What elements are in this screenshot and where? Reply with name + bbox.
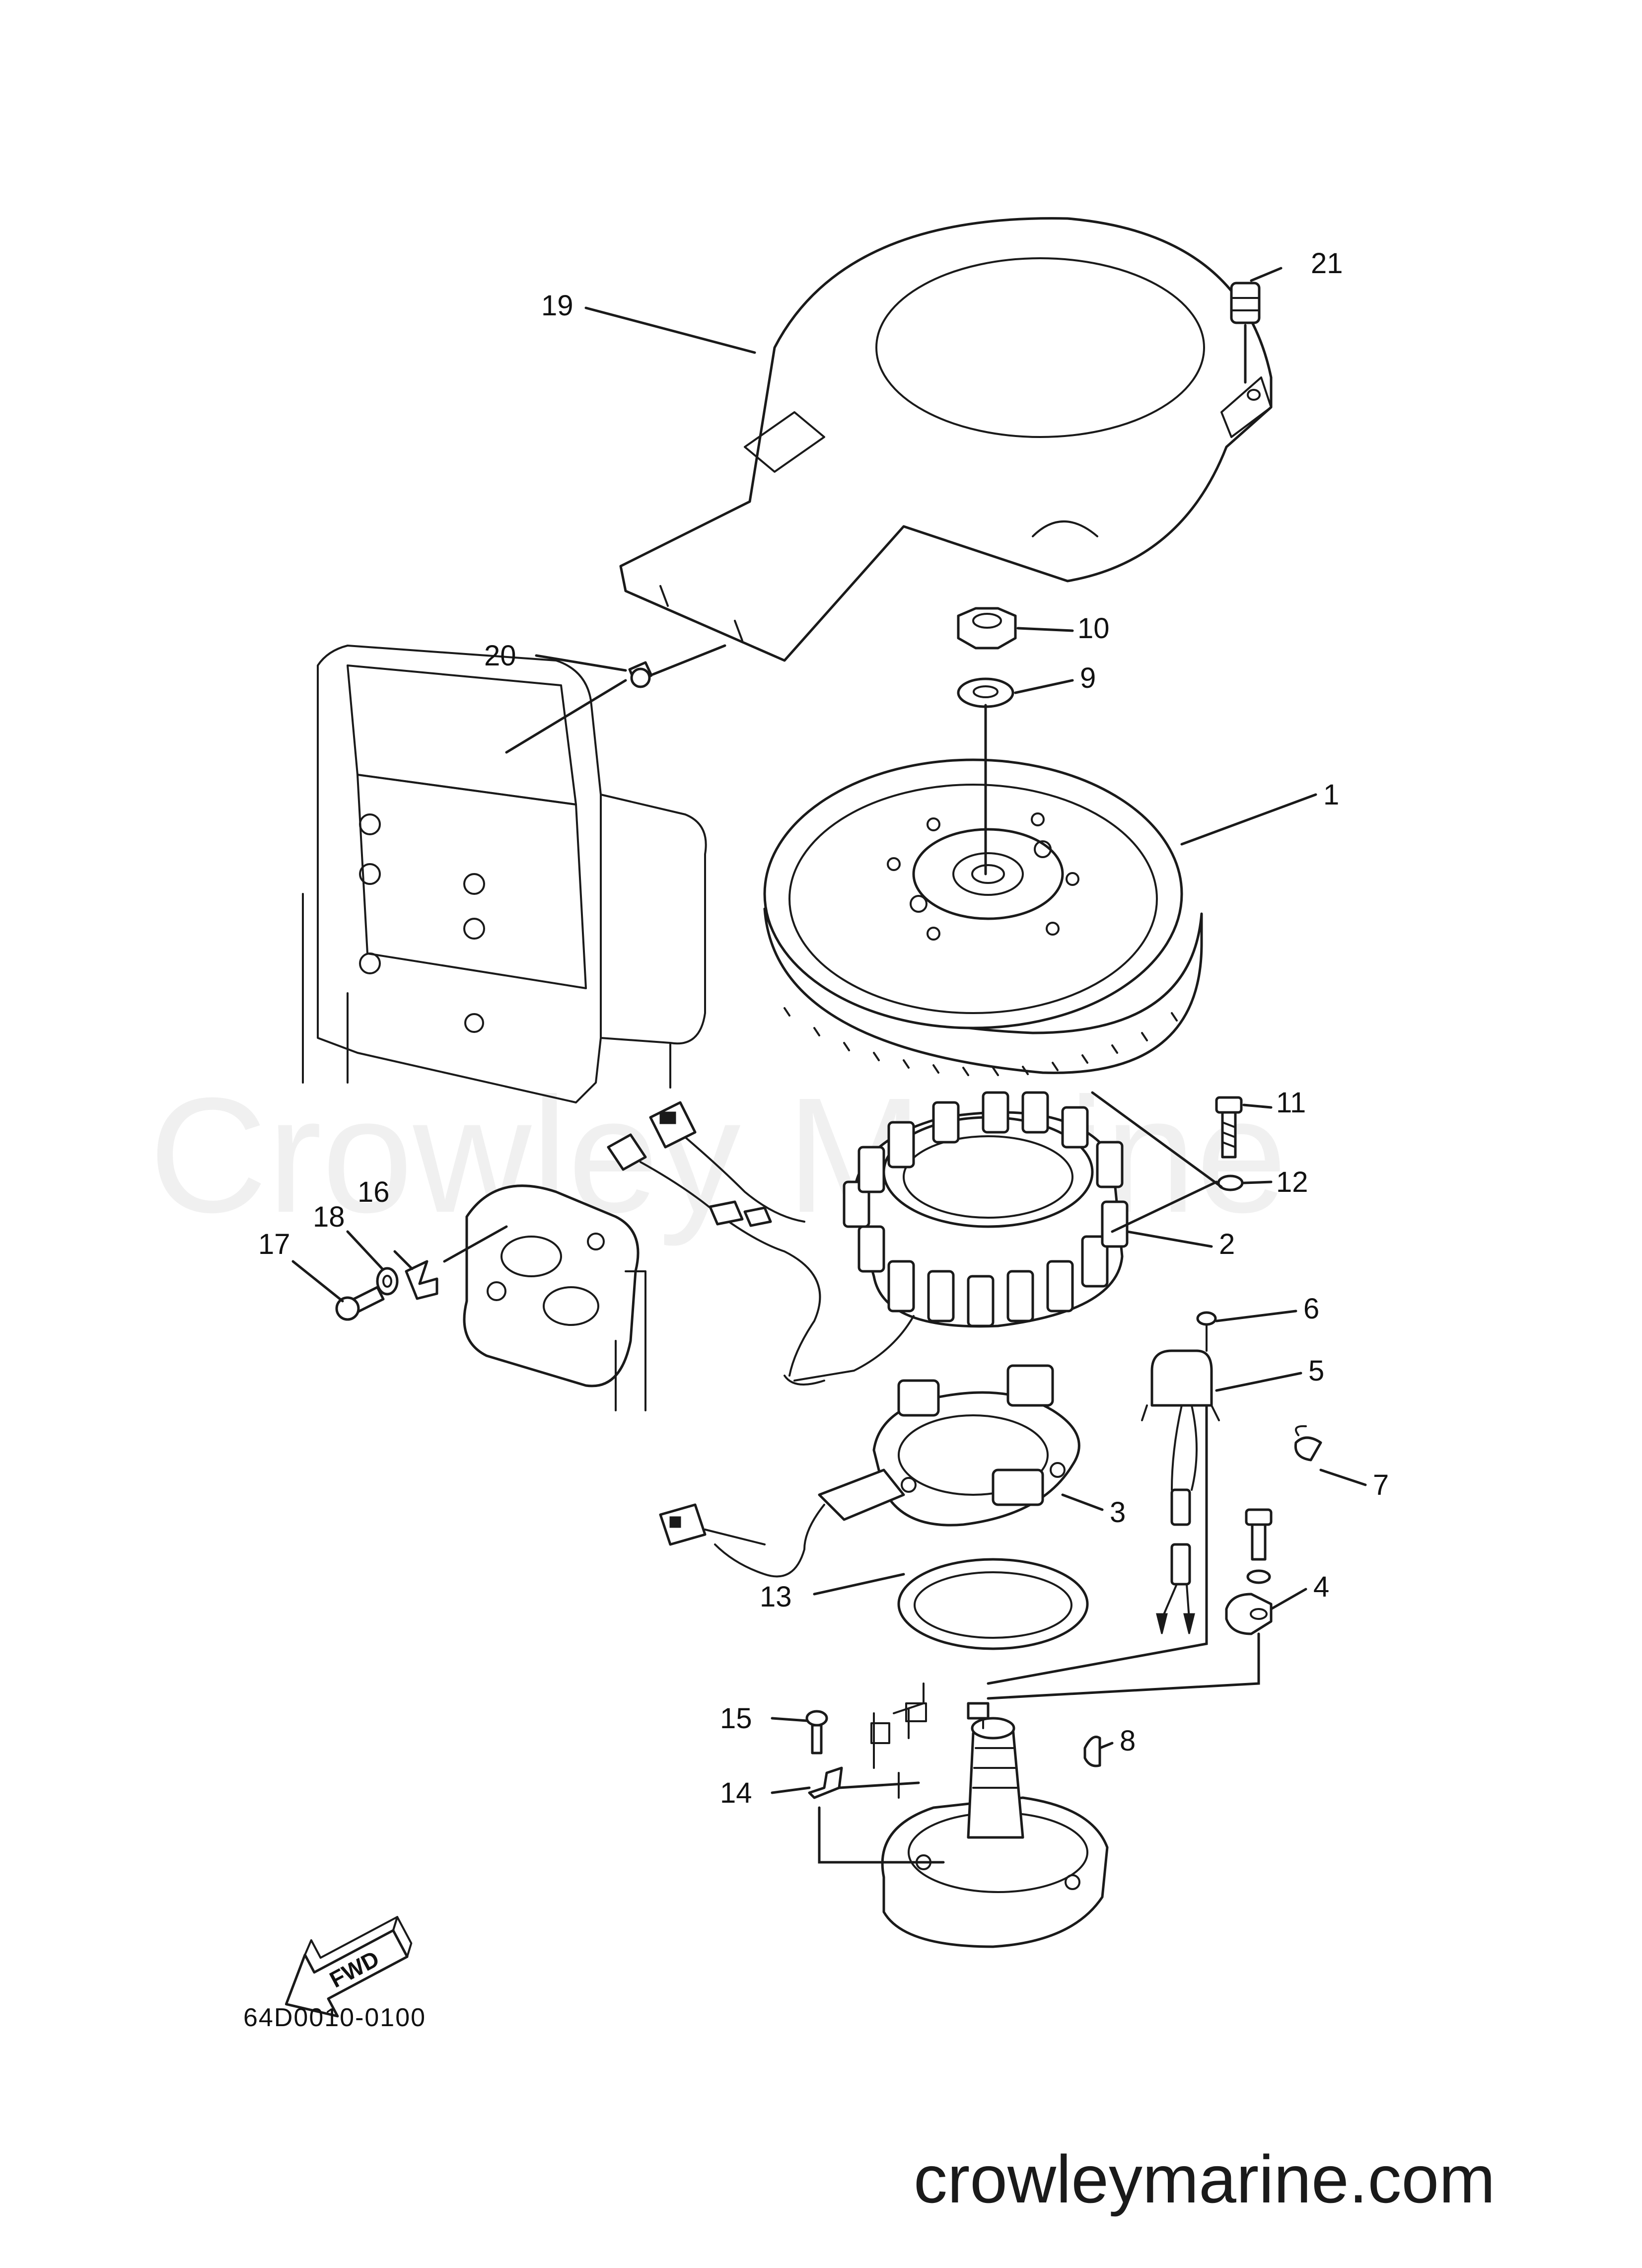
- crankcase-base: [870, 1683, 1109, 1948]
- washer-12: [1091, 1091, 1244, 1233]
- pulser-coil: [659, 1364, 1080, 1578]
- ring-13: [897, 1558, 1089, 1650]
- diagram-code: 64D0010-0100: [243, 2003, 426, 2032]
- collar-bolt: [505, 644, 726, 754]
- callouts: 19 21 20 10 9 1 11 12 2 16 18 17 6 5 7 3…: [258, 247, 1389, 1809]
- stator-wiring: [607, 1101, 825, 1386]
- stator: [793, 1091, 1129, 1382]
- callout-16: 16: [357, 1176, 390, 1208]
- screw-15: [805, 1710, 945, 1864]
- callout-leaders: [291, 267, 1367, 1794]
- flywheel: [763, 704, 1203, 1076]
- callout-3: 3: [1110, 1496, 1126, 1529]
- flywheel-nut: [957, 607, 1017, 650]
- callout-20: 20: [484, 640, 516, 672]
- site-url: crowleymarine.com: [914, 2141, 1495, 2217]
- callout-2: 2: [1219, 1228, 1235, 1260]
- fwd-arrow: FWD: [285, 1916, 413, 2018]
- woodruff-key: [1083, 1736, 1101, 1767]
- callout-19: 19: [541, 290, 573, 322]
- callout-14: 14: [720, 1777, 752, 1809]
- washer: [957, 677, 1014, 708]
- callout-5: 5: [1308, 1355, 1324, 1387]
- callout-21: 21: [1311, 247, 1343, 280]
- callout-13: 13: [760, 1581, 792, 1613]
- stator-coils: [843, 1091, 1129, 1327]
- sensor-5: [1141, 1349, 1220, 1634]
- flywheel-cover: [619, 217, 1273, 662]
- plate-14: [808, 1766, 843, 1799]
- clamp-4: [987, 1404, 1273, 1700]
- callout-6: 6: [1303, 1293, 1319, 1325]
- callout-8: 8: [1120, 1725, 1136, 1757]
- screw-17: [335, 1225, 508, 1321]
- clamp-16: [405, 1260, 438, 1300]
- callout-11: 11: [1276, 1087, 1306, 1119]
- bolt-11: [1215, 1096, 1243, 1159]
- callout-10: 10: [1077, 612, 1110, 645]
- callout-7: 7: [1373, 1469, 1389, 1501]
- callout-9: 9: [1080, 662, 1096, 694]
- screw-6: [1196, 1311, 1217, 1352]
- callout-12: 12: [1276, 1166, 1308, 1198]
- grommet: [1230, 282, 1261, 384]
- rectifier-bracket: [463, 1184, 646, 1411]
- washer-18: [376, 1267, 399, 1296]
- engine-block: [302, 645, 707, 1103]
- callout-18: 18: [313, 1201, 345, 1233]
- callout-15: 15: [720, 1702, 752, 1735]
- callout-17: 17: [258, 1228, 290, 1260]
- callout-4: 4: [1313, 1571, 1329, 1603]
- callout-1: 1: [1323, 779, 1339, 811]
- clip-7: [1294, 1425, 1322, 1462]
